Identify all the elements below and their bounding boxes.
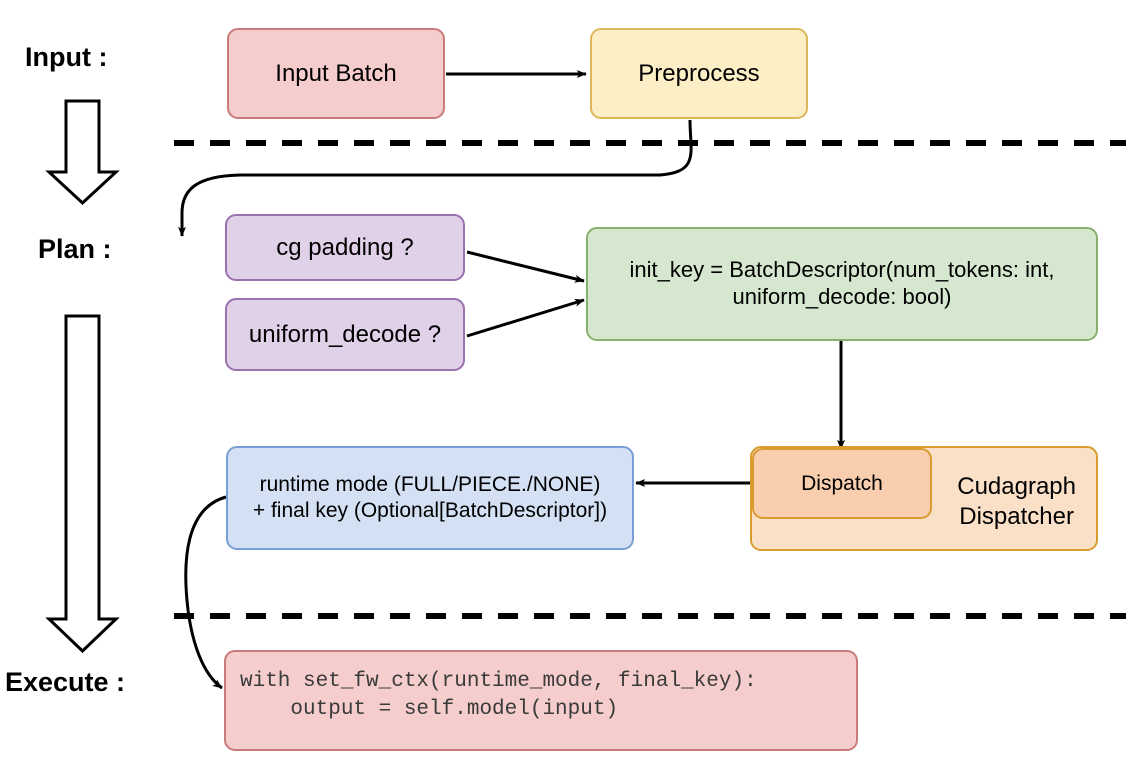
node-runtime-mode[interactable]: runtime mode (FULL/PIECE./NONE) + final … (226, 446, 634, 550)
node-code-block[interactable]: with set_fw_ctx(runtime_mode, final_key)… (224, 650, 858, 751)
node-dispatch-label: Dispatch (801, 471, 883, 495)
node-input-batch[interactable]: Input Batch (227, 28, 445, 119)
input-to-plan-arrow (45, 99, 120, 206)
node-init-key[interactable]: init_key = BatchDescriptor(num_tokens: i… (586, 227, 1098, 341)
node-dispatch[interactable]: Dispatch (752, 448, 932, 519)
node-init-key-label: init_key = BatchDescriptor(num_tokens: i… (629, 257, 1055, 309)
node-runtime-mode-label: runtime mode (FULL/PIECE./NONE) + final … (252, 473, 608, 522)
node-uniform-decode-label: uniform_decode ? (248, 320, 442, 348)
node-preprocess[interactable]: Preprocess (590, 28, 808, 119)
node-input-batch-label: Input Batch (275, 59, 397, 87)
node-cg-padding-label: cg padding ? (276, 233, 414, 261)
plan-to-execute-arrow (45, 314, 120, 654)
stage-label-execute: Execute : (5, 667, 126, 697)
edge-uniform-decode-to-init-key (466, 298, 585, 338)
edge-preprocess-to-cg-padding (178, 119, 693, 237)
node-cudagraph-dispatcher-label: Cudagraph Dispatcher (957, 473, 1076, 530)
edge-runtime-mode-to-code (184, 495, 227, 690)
stage-label-plan: Plan : (38, 234, 112, 264)
node-uniform-decode[interactable]: uniform_decode ? (225, 298, 465, 371)
node-cg-padding[interactable]: cg padding ? (225, 214, 465, 281)
node-code-block-text: with set_fw_ctx(runtime_mode, final_key)… (240, 670, 757, 722)
node-preprocess-label: Preprocess (638, 59, 760, 87)
stage-label-input: Input : (25, 42, 108, 72)
edge-cg-padding-to-init-key (466, 250, 585, 283)
